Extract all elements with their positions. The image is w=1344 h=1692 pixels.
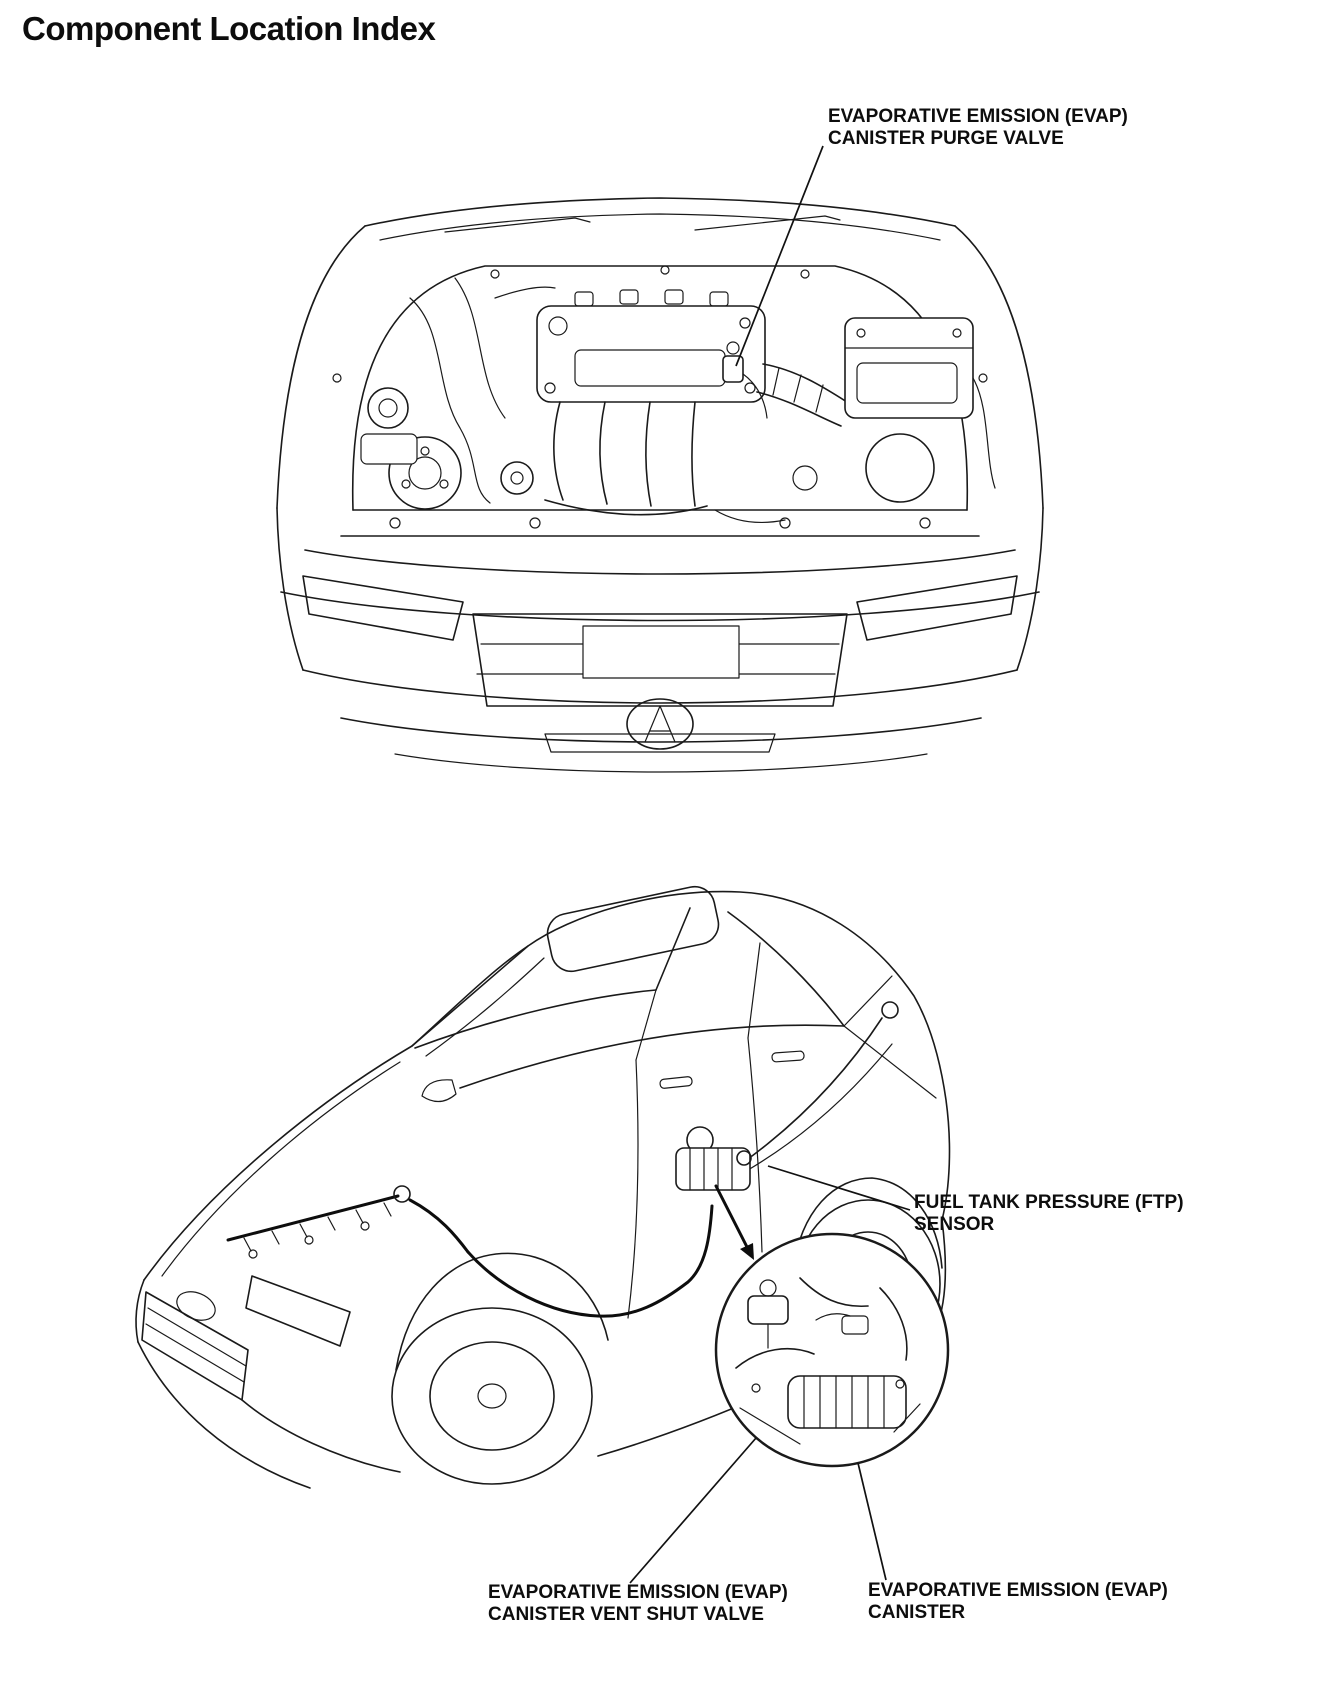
callout-ftp-sensor-line1: FUEL TANK PRESSURE (FTP) xyxy=(914,1192,1184,1213)
glasshouse xyxy=(411,907,893,1089)
callout-purge-valve-line2: CANISTER PURGE VALVE xyxy=(828,128,1064,150)
intake-duct xyxy=(756,363,848,427)
filler-pipe xyxy=(751,1017,883,1157)
sunroof xyxy=(546,885,720,973)
callout-vent-shut-valve-line1: EVAPORATIVE EMISSION (EVAP) xyxy=(488,1582,788,1603)
evap-canister-part xyxy=(787,1375,907,1429)
left-fender xyxy=(276,225,366,509)
engine-valve-cover xyxy=(536,289,766,403)
callout-vent-shut-valve-line2: CANISTER VENT SHUT VALVE xyxy=(488,1604,764,1626)
callout-purge-valve: EVAPORATIVE EMISSION (EVAP) CANISTER PUR… xyxy=(828,106,1128,151)
cowl-area xyxy=(364,197,956,241)
grille xyxy=(472,613,848,707)
pulley xyxy=(500,461,534,495)
callout-ftp-sensor: FUEL TANK PRESSURE (FTP) SENSOR xyxy=(914,1192,1184,1237)
canister-detail-inset xyxy=(714,1232,950,1468)
ftp-sensor-part xyxy=(736,1150,752,1166)
car-body-outline xyxy=(143,890,951,1281)
callout-purge-valve-line1: EVAPORATIVE EMISSION (EVAP) xyxy=(828,106,1128,127)
intake-manifold xyxy=(544,401,708,516)
page-title: Component Location Index xyxy=(22,10,436,47)
doors xyxy=(421,1037,805,1319)
car-side-illustration xyxy=(135,885,951,1489)
fuel-line xyxy=(466,1204,714,1318)
right-fender xyxy=(954,225,1044,509)
tank-assembly xyxy=(675,1126,752,1191)
reservoirs xyxy=(360,387,418,465)
left-strut-tower xyxy=(388,436,462,510)
callout-vent-shut-valve: EVAPORATIVE EMISSION (EVAP) CANISTER VEN… xyxy=(488,1582,788,1627)
headlight xyxy=(245,1275,351,1347)
callout-ftp-sensor-line2: SENSOR xyxy=(914,1214,995,1236)
acura-emblem xyxy=(626,698,694,750)
callout-canister-line2: CANISTER xyxy=(868,1602,966,1624)
radiator-support xyxy=(340,509,980,537)
magnifier-arrow xyxy=(714,1184,754,1260)
wiper-arm-left xyxy=(444,217,591,233)
headlight-right xyxy=(856,575,1018,641)
headlight-left xyxy=(302,575,464,641)
fuel-rail xyxy=(226,1194,400,1242)
callout-canister: EVAPORATIVE EMISSION (EVAP) CANISTER xyxy=(868,1580,1168,1625)
callout-canister-line1: EVAPORATIVE EMISSION (EVAP) xyxy=(868,1580,1168,1601)
vent-shut-valve-part xyxy=(747,1295,789,1325)
fuel-system-routing xyxy=(226,1001,899,1318)
side-mirror xyxy=(421,1079,457,1103)
front-bumper xyxy=(276,507,1044,773)
front-grille xyxy=(141,1291,249,1401)
emblem xyxy=(176,1291,216,1321)
hood-crease xyxy=(161,1061,401,1277)
fuel-cap xyxy=(881,1001,899,1019)
engine-bay-illustration xyxy=(276,197,1044,773)
air-cleaner-box xyxy=(844,317,996,503)
front-fascia xyxy=(135,1275,401,1489)
